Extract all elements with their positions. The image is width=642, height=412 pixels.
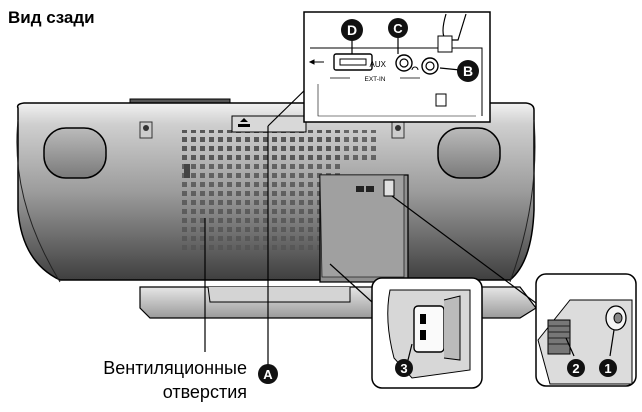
callout-c: C <box>388 18 408 38</box>
vent-label-line2: отверстия <box>162 382 247 402</box>
callout-a-label: A <box>263 367 273 382</box>
vent-label-line1: Вентиляционные <box>103 358 247 378</box>
diagram-title: Вид сзади <box>8 8 95 27</box>
callout-3-label: 3 <box>400 361 407 376</box>
rear-compartment <box>319 174 409 283</box>
aux-label: AUX <box>370 60 387 69</box>
callout-1: 1 <box>599 359 617 377</box>
main-body <box>16 102 536 283</box>
vent-label: Вентиляционные отверстия <box>103 356 247 404</box>
inset-power-connector <box>371 277 483 389</box>
callout-1-label: 1 <box>604 361 611 376</box>
callout-b: B <box>457 60 479 82</box>
ext-in-label: EXT-IN <box>365 76 386 83</box>
callout-3: 3 <box>395 359 413 377</box>
leader-lines <box>204 84 549 365</box>
callout-c-label: C <box>393 21 403 36</box>
callout-d: D <box>341 19 363 41</box>
callout-d-label: D <box>347 22 357 38</box>
callout-2-label: 2 <box>572 361 579 376</box>
callout-a: A <box>258 364 278 384</box>
callout-b-label: B <box>463 63 473 79</box>
inset-antenna-terminal <box>535 273 637 387</box>
callout-2: 2 <box>567 359 585 377</box>
